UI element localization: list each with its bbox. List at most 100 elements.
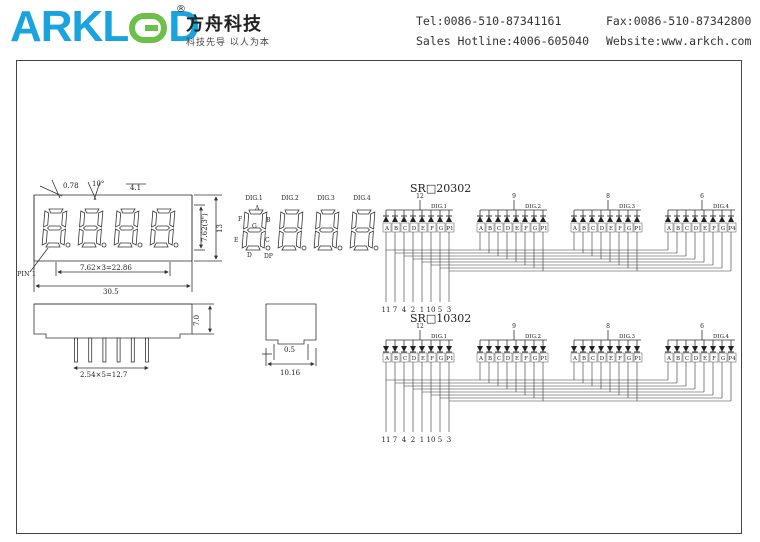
segment [320, 209, 336, 215]
segment [81, 242, 97, 248]
diode [446, 216, 452, 222]
segment-box [418, 222, 428, 233]
segment-letter: G [439, 226, 443, 232]
diode [437, 346, 443, 352]
decimal-point [337, 245, 343, 251]
segment [169, 210, 176, 228]
circuit-title: SR□20302 [410, 182, 471, 195]
segment-letter: P1 [634, 226, 641, 232]
segment-letter: E [609, 226, 613, 232]
segment-box [503, 352, 513, 363]
diode [607, 346, 613, 352]
segment [45, 242, 61, 248]
diode [728, 216, 734, 222]
segment-letter: B [394, 226, 398, 232]
diode [410, 346, 416, 352]
segment-box [709, 352, 719, 363]
segment-letter: P1 [540, 226, 547, 232]
decimal-point [265, 245, 271, 251]
segment-letter: G [533, 356, 537, 362]
diode [540, 346, 546, 352]
segment-box [579, 222, 589, 233]
segment [356, 209, 372, 215]
common-pin-number: 8 [606, 193, 610, 200]
circuit-digit-label: DIG.1 [431, 204, 447, 210]
diode [540, 216, 546, 222]
seg-label-d: D [247, 252, 252, 259]
bottom-pin-number: 10 [427, 306, 436, 314]
diode [710, 216, 716, 222]
segment [46, 225, 63, 231]
segment-box [606, 222, 616, 233]
diode [477, 346, 483, 352]
segment [297, 211, 304, 230]
common-pin-number: 6 [700, 193, 704, 200]
bottom-pin-number: 2 [411, 436, 415, 444]
segment-letter: A [384, 356, 390, 362]
seg-label-dp: DP [264, 253, 273, 260]
segment-letter: F [712, 226, 716, 232]
segment-box [664, 222, 674, 233]
segment [153, 242, 169, 248]
segment [317, 245, 333, 251]
segment-letter: P1 [634, 356, 641, 362]
segment [97, 210, 104, 228]
segment-letter: G [721, 356, 725, 362]
segment [43, 210, 50, 228]
segment-letter: G [627, 226, 631, 232]
bottom-pin-number: 4 [402, 436, 407, 444]
diode [383, 346, 389, 352]
segment [82, 225, 99, 231]
front-digit-4 [149, 208, 179, 248]
dim-pitch: 7.62×3=22.86 [80, 264, 132, 272]
segment [41, 228, 48, 246]
diode [513, 346, 519, 352]
segment-letter: B [676, 356, 680, 362]
segment-letter: D [506, 356, 511, 362]
segment-letter: C [685, 226, 689, 232]
segment-letter: B [488, 226, 492, 232]
decimal-point [101, 242, 107, 248]
segment-box [579, 352, 589, 363]
segment-box [597, 352, 607, 363]
segment-box [633, 222, 643, 233]
common-pin-number: 6 [700, 323, 704, 330]
diode [401, 346, 407, 352]
side-pin [130, 337, 135, 363]
decimal-point [373, 245, 379, 251]
diode [504, 346, 510, 352]
segment [241, 230, 248, 249]
segment-letter: D [600, 356, 605, 362]
segment-letter: G [533, 226, 537, 232]
segment-box [682, 222, 692, 233]
segment-letter: F [430, 226, 434, 232]
segment-letter: F [430, 356, 434, 362]
seg-label-e: E [234, 237, 238, 244]
segment-box [391, 222, 401, 233]
segment-box [400, 352, 410, 363]
diode [674, 346, 680, 352]
seg-label-a: A [254, 205, 260, 212]
segment-box [382, 352, 392, 363]
segment-box [521, 222, 531, 233]
segment-letter: P1 [446, 356, 453, 362]
segment-box [485, 222, 495, 233]
segment [331, 230, 338, 249]
segment [61, 210, 68, 228]
side-pin [145, 337, 149, 363]
segment-box [427, 352, 437, 363]
diode [446, 346, 452, 352]
segment-letter: F [712, 356, 716, 362]
segment-box [409, 352, 419, 363]
segment-letter: G [439, 356, 443, 362]
diode [392, 216, 398, 222]
segment [354, 227, 371, 233]
segment-letter: E [703, 226, 707, 232]
dim-0-78: 0.78 [63, 182, 79, 190]
diode [477, 216, 483, 222]
segment-letter: E [609, 356, 613, 362]
circuit-digit-label: DIG.4 [713, 334, 730, 340]
segment [279, 211, 286, 230]
segment [149, 228, 156, 246]
